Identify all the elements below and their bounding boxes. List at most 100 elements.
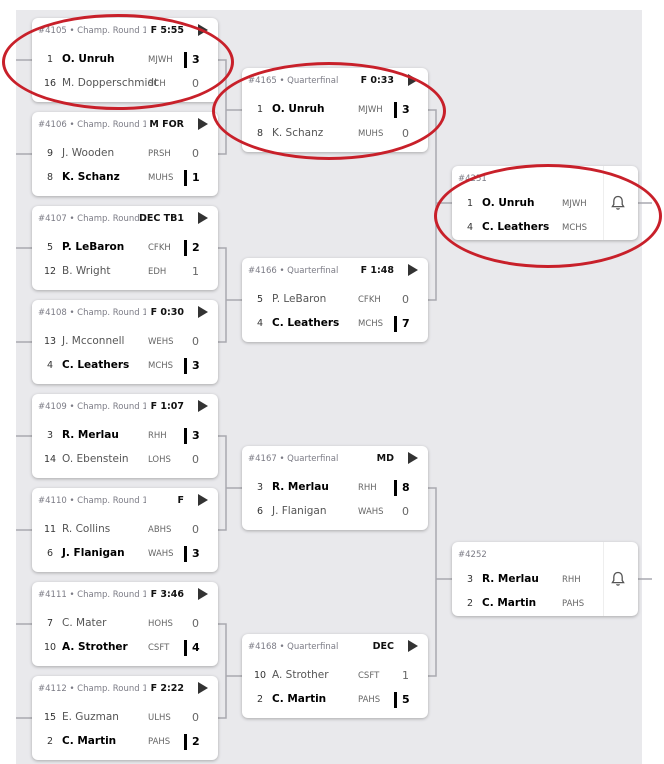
play-icon[interactable] xyxy=(198,118,208,130)
connector-line xyxy=(218,623,227,719)
seed-number: 5 xyxy=(256,294,264,305)
team-code: PRSH xyxy=(148,149,171,159)
play-icon[interactable] xyxy=(198,494,208,506)
winner-bar xyxy=(184,640,187,656)
team-code: CFKH xyxy=(358,295,381,305)
wrestler-name[interactable]: J. Mcconnell xyxy=(62,335,125,347)
match-score: 1 xyxy=(402,669,409,682)
wrestler-name[interactable]: R. Merlau xyxy=(482,573,539,585)
match-card[interactable]: #4108 • Champ. Round 1 F 0:30 13 J. Mcconne… xyxy=(32,300,218,384)
match-status-label: F 3:46 xyxy=(150,589,184,600)
match-score: 3 xyxy=(192,547,200,560)
play-icon[interactable] xyxy=(408,452,418,464)
seed-number: 9 xyxy=(46,148,54,159)
wrestler-name[interactable]: E. Guzman xyxy=(62,711,119,723)
wrestler-name[interactable]: J. Flanigan xyxy=(272,505,327,517)
wrestler-name[interactable]: R. Merlau xyxy=(272,481,329,493)
play-icon[interactable] xyxy=(198,400,208,412)
wrestler-name[interactable]: C. Leathers xyxy=(272,317,340,329)
match-status-label: DEC TB1 xyxy=(139,213,184,224)
seed-number: 14 xyxy=(43,454,57,465)
play-icon[interactable] xyxy=(408,640,418,652)
match-number-label: #4108 • Champ. Round 1 xyxy=(38,308,146,318)
wrestler-name[interactable]: C. Martin xyxy=(272,693,327,705)
connector-line xyxy=(218,247,227,343)
wrestler-name[interactable]: C. Martin xyxy=(62,735,117,747)
wrestler-name[interactable]: C. Mater xyxy=(62,617,107,629)
winner-bar xyxy=(184,358,187,374)
seed-number: 10 xyxy=(253,670,267,681)
wrestler-name[interactable]: C. Leathers xyxy=(62,359,130,371)
wrestler-name[interactable]: J. Flanigan xyxy=(62,547,125,559)
wrestler-name[interactable]: A. Strother xyxy=(272,669,329,681)
match-status-label: MD xyxy=(376,453,394,464)
play-icon[interactable] xyxy=(198,588,208,600)
seed-number: 13 xyxy=(43,336,57,347)
match-number-label: #4109 • Champ. Round 1 xyxy=(38,402,146,412)
wrestler-name[interactable]: J. Wooden xyxy=(62,147,115,159)
play-icon[interactable] xyxy=(198,682,208,694)
match-status-label: F 0:30 xyxy=(150,307,184,318)
play-icon[interactable] xyxy=(198,212,208,224)
wrestler-name[interactable]: R. Collins xyxy=(62,523,111,535)
match-score: 0 xyxy=(192,453,199,466)
team-code: ABHS xyxy=(148,525,172,535)
play-icon[interactable] xyxy=(408,264,418,276)
wrestler-name[interactable]: K. Schanz xyxy=(62,171,120,183)
match-number-label: #4111 • Champ. Round 1 xyxy=(38,590,146,600)
match-score: 3 xyxy=(192,359,200,372)
connector-line xyxy=(428,487,437,677)
seed-number: 6 xyxy=(256,506,264,517)
match-status-label: F 2:22 xyxy=(150,683,184,694)
play-icon[interactable] xyxy=(198,306,208,318)
wrestler-name[interactable]: B. Wright xyxy=(62,265,111,277)
wrestler-name[interactable]: P. LeBaron xyxy=(62,241,125,253)
match-number-label: #4106 • Champ. Round 1 xyxy=(38,120,146,130)
wrestler-name[interactable]: O. Ebenstein xyxy=(62,453,129,465)
match-number-label: #4168 • Quarterfinal xyxy=(248,642,339,652)
wrestler-name[interactable]: A. Strother xyxy=(62,641,128,653)
wrestler-name[interactable]: C. Martin xyxy=(482,597,537,609)
match-score: 7 xyxy=(402,317,410,330)
bell-icon[interactable] xyxy=(603,542,632,616)
winner-bar xyxy=(184,170,187,186)
wrestler-name[interactable]: R. Merlau xyxy=(62,429,119,441)
seed-number: 15 xyxy=(43,712,57,723)
team-code: EDH xyxy=(148,267,167,277)
team-code: WEHS xyxy=(148,337,174,347)
wrestler-name[interactable]: P. LeBaron xyxy=(272,293,327,305)
team-code: RHH xyxy=(358,483,377,493)
